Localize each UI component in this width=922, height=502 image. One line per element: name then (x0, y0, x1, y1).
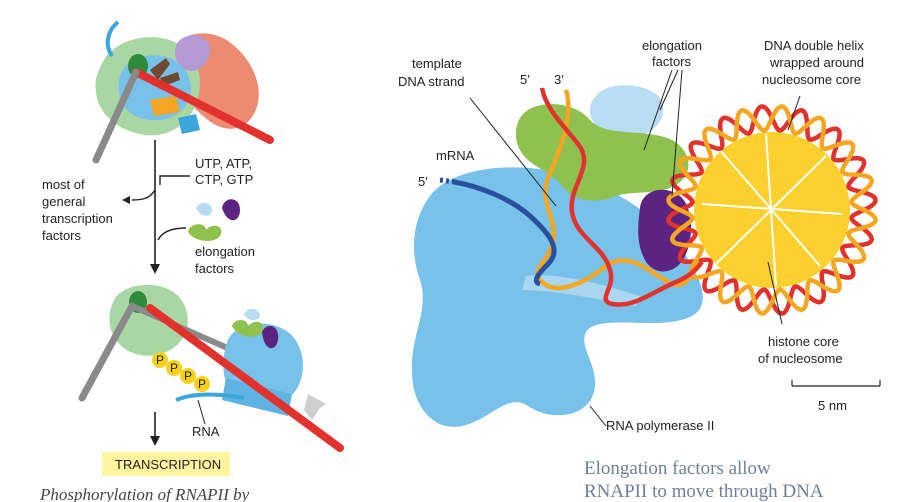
double-helix-label-line3: nucleosome core (762, 72, 861, 87)
phosphate-label-1: P (156, 353, 164, 367)
elongation-purple-icon (222, 199, 240, 221)
elongation-green-factor (515, 103, 689, 201)
double-helix-label-line1: DNA double helix (764, 38, 864, 53)
elongation-factors-label-line2: factors (652, 54, 692, 69)
rna-strand-bottom (175, 392, 245, 402)
gtf-purple-blob (174, 35, 211, 72)
left-caption: Phosphorylation of RNAPII by (39, 485, 250, 502)
promoter-dna-red (132, 68, 274, 144)
gray-dna-bottom (78, 302, 136, 402)
polymerase-bottom-lower (222, 378, 292, 416)
polymerase-cleft (522, 275, 640, 306)
inputs-label-line1: UTP, ATP, (195, 156, 252, 171)
scale-bar: 5 nm (791, 380, 881, 413)
mrna-strand (453, 179, 557, 287)
elongation-label-line1: elongation (195, 244, 255, 259)
five-prime-mrna-label: 5′ (418, 174, 428, 189)
elongation-leader-1 (643, 69, 673, 151)
phosphate-label-3: P (184, 369, 192, 383)
right-caption-line1: Elongation factors allow (584, 458, 771, 479)
elongation-light-blue-factor (590, 85, 664, 138)
promoter-dna-gray (92, 68, 140, 164)
elongation-leader-2 (659, 69, 679, 111)
elongation-complex: P P P P (78, 284, 344, 452)
rna-label: RNA (192, 424, 220, 439)
nucleosome-dna-orange (666, 104, 878, 316)
histone-divider-3 (719, 149, 821, 267)
removed-label-line4: factors (42, 228, 82, 243)
phosphate-tail: P P P P (152, 352, 210, 392)
elongation-green-bound (232, 320, 263, 337)
template-label-line2: DNA strand (398, 74, 464, 89)
direction-arrow-icon (304, 394, 326, 420)
transition-arrows (122, 140, 190, 274)
phosphate-label-4: P (198, 377, 206, 391)
initiation-complex (92, 20, 274, 164)
elongation-leader-3 (671, 69, 683, 197)
mrna-dashed-end (439, 177, 457, 185)
left-panel: UTP, ATP, CTP, GTP most of general trans… (39, 20, 344, 502)
elongation-light-blue-icon (196, 202, 212, 216)
gtf-orange-piece (150, 96, 180, 116)
initiation-tail-blue (105, 20, 120, 58)
removed-label-line1: most of (42, 177, 85, 192)
main-arrow-head (150, 264, 160, 274)
phosphate-2 (166, 360, 182, 376)
inputs-arrow (159, 175, 190, 185)
phosphate-4 (194, 376, 210, 392)
removal-arrow-head (122, 196, 130, 204)
right-caption-line2: RNAPII to move through DNA (584, 481, 824, 502)
phosphate-label-2: P (170, 361, 178, 375)
double-helix-label-line2: wrapped around (769, 55, 864, 70)
phosphate-3 (180, 368, 196, 384)
histone-label-line2: of nucleosome (758, 351, 843, 366)
removed-label-line3: transcription (42, 211, 113, 226)
helix-leader (787, 95, 801, 131)
phosphate-1 (152, 352, 168, 368)
elongation-light-blue-bound (244, 308, 260, 321)
gtf-blue-piece (178, 114, 200, 134)
rna-polymerase-ii (411, 167, 703, 427)
template-strand-orange (535, 89, 702, 291)
scale-bar-label: 5 nm (818, 398, 847, 413)
template-label-line1: template (412, 56, 462, 71)
coding-strand-red (539, 87, 704, 307)
removal-arrow (131, 189, 156, 201)
inputs-label-line2: CTP, GTP (195, 172, 253, 187)
removed-label-line2: general (42, 194, 85, 209)
three-prime-top-label: 3′ (554, 72, 564, 87)
histone-leader (767, 261, 783, 325)
histone-divider-4 (715, 155, 827, 265)
transcription-highlight (102, 452, 230, 476)
elongation-factors-label-line1: elongation (642, 38, 702, 53)
rna-leader-line (197, 399, 206, 425)
elongation-green-icon (188, 224, 222, 241)
red-dna-bottom (146, 304, 344, 452)
right-panel: 5 nm template DNA strand 5′ 3′ elongatio… (398, 38, 881, 502)
elongation-in-arrow (157, 227, 187, 241)
nucleosome (666, 104, 878, 316)
elongation-label-line2: factors (195, 261, 235, 276)
histone-label-line1: histone core (768, 334, 839, 349)
template-leader (469, 97, 557, 207)
polymerase-label: RNA polymerase II (606, 418, 714, 433)
five-prime-top-label: 5′ (520, 72, 530, 87)
mrna-label: mRNA (436, 148, 475, 163)
transcription-label: TRANSCRIPTION (115, 457, 221, 472)
transcription-arrow-head (150, 436, 160, 446)
elongation-purple-bound (262, 325, 279, 349)
polymerase-leader (589, 405, 607, 427)
